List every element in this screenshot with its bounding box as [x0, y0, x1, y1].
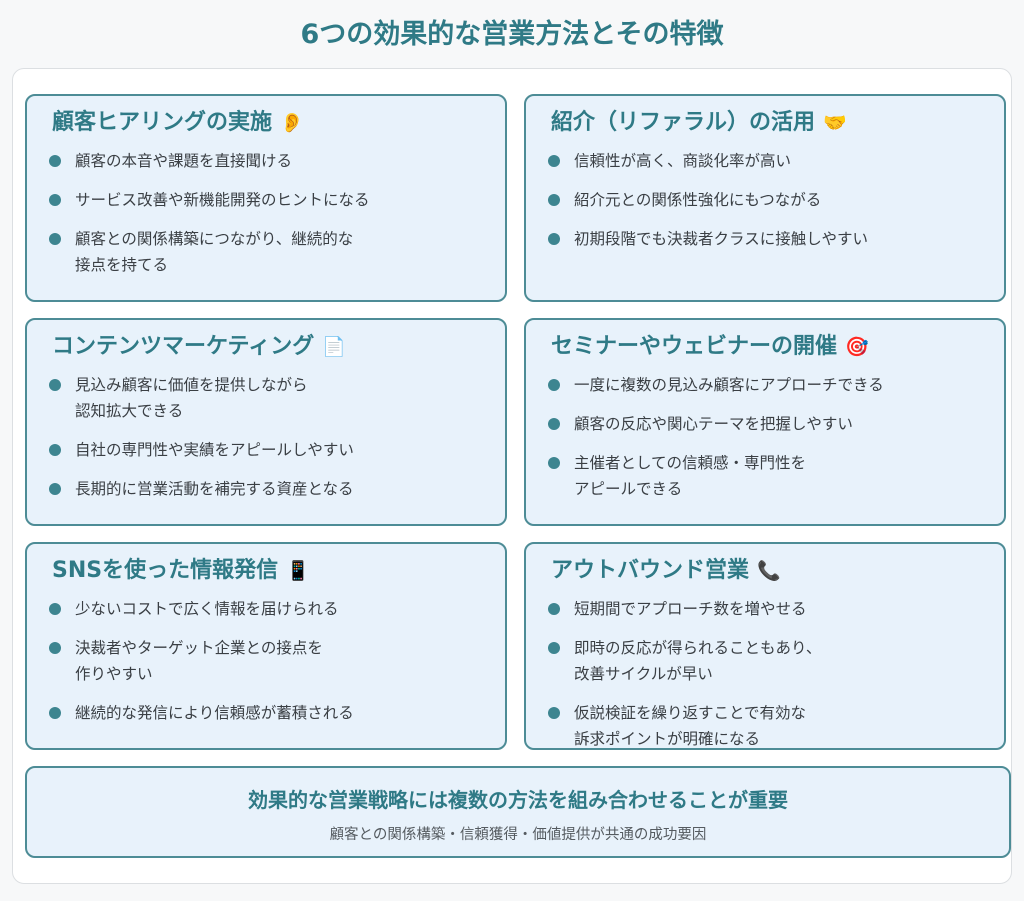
list-item: 仮説検証を繰り返すことで有効な 訴求ポイントが明確になる — [546, 700, 986, 752]
method-card: 紹介（リファラル）の活用 🤝 信頼性が高く、商談化率が高い紹介元との関係性強化にもつ… — [524, 94, 1006, 302]
list-item: 主催者としての信頼感・専門性を アピールできる — [546, 450, 986, 502]
list-item: 継続的な発信により信頼感が蓄積される — [47, 700, 487, 726]
list-item-text: 自社の専門性や実績をアピールしやすい — [75, 441, 354, 459]
list-item-text: 顧客の本音や課題を直接聞ける — [75, 152, 293, 170]
card-heading-text: 紹介（リファラル）の活用 — [551, 110, 816, 135]
bullet-icon — [548, 603, 560, 615]
bullet-icon — [548, 457, 560, 469]
card-heading: 紹介（リファラル）の活用 🤝 — [551, 104, 847, 136]
list-item-text: 主催者としての信頼感・専門性を アピールできる — [574, 454, 807, 498]
list-item: 顧客との関係構築につながり、継続的な 接点を持てる — [47, 226, 487, 278]
bullet-icon — [49, 155, 61, 167]
bullet-icon — [49, 603, 61, 615]
list-item-text: 短期間でアプローチ数を増やせる — [574, 600, 807, 618]
list-item-text: 決裁者やターゲット企業との接点を 作りやすい — [75, 639, 323, 683]
list-item-text: 仮説検証を繰り返すことで有効な 訴求ポイントが明確になる — [574, 704, 807, 748]
list-item-text: サービス改善や新機能開発のヒントになる — [75, 191, 370, 209]
method-card: セミナーやウェビナーの開催 🎯 一度に複数の見込み顧客にアプローチできる顧客の反応や… — [524, 318, 1006, 526]
card-heading-text: アウトバウンド営業 — [551, 558, 750, 583]
card-heading-text: コンテンツマーケティング — [52, 334, 315, 359]
list-item: 一度に複数の見込み顧客にアプローチできる — [546, 372, 986, 398]
list-item: 顧客の反応や関心テーマを把握しやすい — [546, 411, 986, 437]
bullet-icon — [548, 418, 560, 430]
list-item: 紹介元との関係性強化にもつながる — [546, 187, 986, 213]
list-item: 決裁者やターゲット企業との接点を 作りやすい — [47, 635, 487, 687]
list-item-text: 信頼性が高く、商談化率が高い — [574, 152, 792, 170]
card-heading: SNSを使った情報発信 📱 — [52, 552, 310, 584]
method-card: コンテンツマーケティング 📄 見込み顧客に価値を提供しながら 認知拡大できる自社の専… — [25, 318, 507, 526]
bullet-icon — [548, 194, 560, 206]
bullet-icon — [548, 707, 560, 719]
list-item: 自社の専門性や実績をアピールしやすい — [47, 437, 487, 463]
list-item: 信頼性が高く、商談化率が高い — [546, 148, 986, 174]
card-heading: コンテンツマーケティング 📄 — [52, 328, 346, 360]
method-card: 顧客ヒアリングの実施 👂 顧客の本音や課題を直接聞けるサービス改善や新機能開発のヒン… — [25, 94, 507, 302]
card-bullet-list: 一度に複数の見込み顧客にアプローチできる顧客の反応や関心テーマを把握しやすい主催… — [546, 372, 986, 515]
bullet-icon — [548, 642, 560, 654]
bullet-icon — [49, 707, 61, 719]
list-item-text: 継続的な発信により信頼感が蓄積される — [75, 704, 354, 722]
list-item: 初期段階でも決裁者クラスに接触しやすい — [546, 226, 986, 252]
bullet-icon — [548, 379, 560, 391]
card-heading: アウトバウンド営業 📞 — [551, 552, 781, 584]
card-heading-text: 顧客ヒアリングの実施 — [52, 110, 273, 135]
list-item: 短期間でアプローチ数を増やせる — [546, 596, 986, 622]
summary-subtext: 顧客との関係構築・信頼獲得・価値提供が共通の成功要因 — [329, 827, 707, 843]
list-item: 顧客の本音や課題を直接聞ける — [47, 148, 487, 174]
card-bullet-list: 少ないコストで広く情報を届けられる決裁者やターゲット企業との接点を 作りやすい継… — [47, 596, 487, 739]
list-item-text: 顧客との関係構築につながり、継続的な 接点を持てる — [75, 230, 354, 274]
card-bullet-list: 信頼性が高く、商談化率が高い紹介元との関係性強化にもつながる初期段階でも決裁者ク… — [546, 148, 986, 265]
bullet-icon — [548, 155, 560, 167]
list-item-text: 紹介元との関係性強化にもつながる — [574, 191, 822, 209]
list-item-text: 初期段階でも決裁者クラスに接触しやすい — [574, 230, 869, 248]
card-heading: セミナーやウェビナーの開催 🎯 — [551, 328, 869, 360]
card-bullet-list: 短期間でアプローチ数を増やせる即時の反応が得られることもあり、 改善サイクルが早… — [546, 596, 986, 765]
list-item-text: 長期的に営業活動を補完する資産となる — [75, 480, 354, 498]
list-item-text: 顧客の反応や関心テーマを把握しやすい — [574, 415, 853, 433]
card-heading-text: セミナーやウェビナーの開催 — [551, 334, 838, 359]
list-item: 即時の反応が得られることもあり、 改善サイクルが早い — [546, 635, 986, 687]
bullet-icon — [49, 379, 61, 391]
bullet-icon — [49, 642, 61, 654]
method-card: アウトバウンド営業 📞 短期間でアプローチ数を増やせる即時の反応が得られることもあり… — [524, 542, 1006, 750]
list-item-text: 少ないコストで広く情報を届けられる — [75, 600, 339, 618]
summary-box: 効果的な営業戦略には複数の方法を組み合わせることが重要 顧客との関係構築・信頼獲… — [25, 766, 1011, 858]
bullet-icon — [49, 483, 61, 495]
list-item: 見込み顧客に価値を提供しながら 認知拡大できる — [47, 372, 487, 424]
handshake-icon: 🤝 — [823, 112, 847, 134]
list-item-text: 一度に複数の見込み顧客にアプローチできる — [574, 376, 884, 394]
smartphone-icon: 📱 — [286, 560, 310, 582]
card-heading: 顧客ヒアリングの実施 👂 — [52, 104, 304, 136]
list-item: 少ないコストで広く情報を届けられる — [47, 596, 487, 622]
card-bullet-list: 見込み顧客に価値を提供しながら 認知拡大できる自社の専門性や実績をアピールしやす… — [47, 372, 487, 515]
ear-icon: 👂 — [280, 112, 304, 134]
document-icon: 📄 — [322, 336, 346, 358]
bullet-icon — [49, 444, 61, 456]
page-title: 6つの効果的な営業方法とその特徴 — [300, 19, 724, 50]
method-card: SNSを使った情報発信 📱 少ないコストで広く情報を届けられる決裁者やターゲット企業… — [25, 542, 507, 750]
summary-heading: 効果的な営業戦略には複数の方法を組み合わせることが重要 — [248, 788, 788, 812]
bullet-icon — [49, 233, 61, 245]
bullet-icon — [49, 194, 61, 206]
list-item: サービス改善や新機能開発のヒントになる — [47, 187, 487, 213]
list-item: 長期的に営業活動を補完する資産となる — [47, 476, 487, 502]
bullet-icon — [548, 233, 560, 245]
target-icon: 🎯 — [845, 336, 869, 358]
card-heading-text: SNSを使った情報発信 — [52, 558, 279, 583]
phone-icon: 📞 — [757, 560, 781, 582]
card-bullet-list: 顧客の本音や課題を直接聞けるサービス改善や新機能開発のヒントになる顧客との関係構… — [47, 148, 487, 291]
list-item-text: 即時の反応が得られることもあり、 改善サイクルが早い — [574, 639, 822, 683]
list-item-text: 見込み顧客に価値を提供しながら 認知拡大できる — [75, 376, 308, 420]
